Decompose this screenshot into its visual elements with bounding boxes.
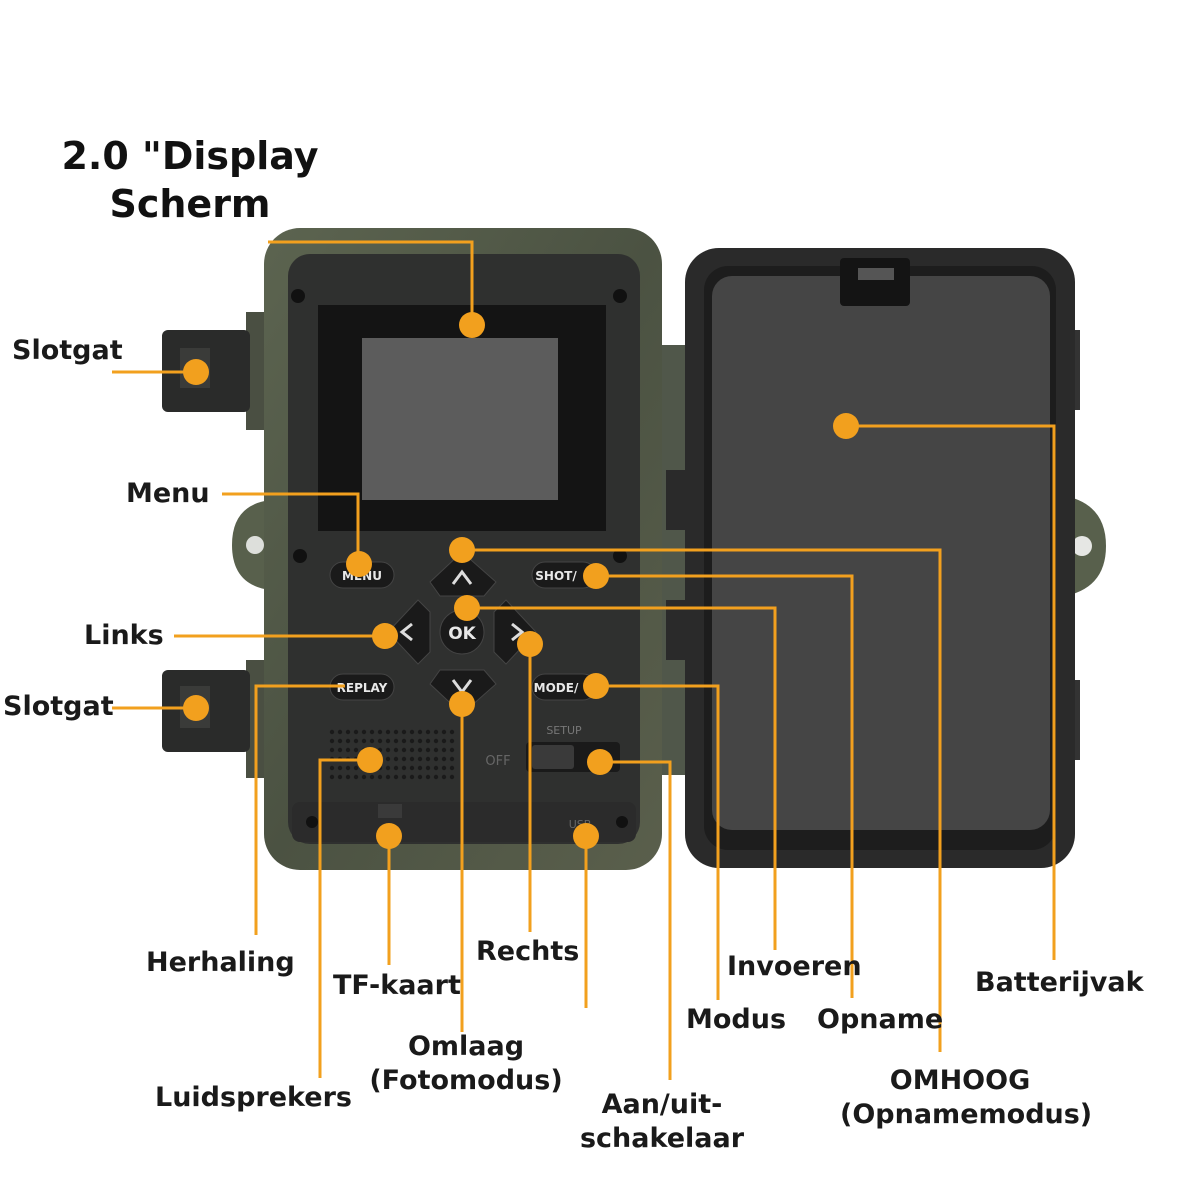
battery-compartment (712, 276, 1050, 830)
label-rechts: Rechts (476, 936, 580, 967)
marker-aan-uit (587, 749, 613, 775)
callout-line-invoeren (467, 606, 777, 950)
marker-opname (583, 563, 609, 589)
label-omlaag-line-1: Omlaag (407, 1031, 525, 1062)
marker-display (459, 312, 485, 338)
label-omhoog: OMHOOG (Opnamemodus) (840, 1064, 1093, 1132)
label-links: Links (84, 620, 164, 651)
setup-text: SETUP (546, 724, 582, 737)
left-arrow-icon (399, 622, 413, 642)
marker-omlaag (449, 691, 475, 717)
label-batterijvak: Batterijvak (975, 967, 1144, 998)
label-menu: Menu (126, 478, 210, 509)
ok-button-text: OK (448, 624, 476, 644)
marker-tf-kaart (376, 823, 402, 849)
power-switch-knob (532, 745, 574, 769)
label-aan-uit: Aan/uit- schakelaar (572, 1088, 752, 1156)
marker-menu (346, 551, 372, 577)
label-invoeren: Invoeren (727, 951, 862, 982)
marker-omhoog (449, 537, 475, 563)
label-omlaag: Omlaag (Fotomodus) (366, 1030, 566, 1098)
display-screen (362, 338, 558, 500)
marker-slotgat-top (183, 359, 209, 385)
label-slotgat-top: Slotgat (12, 335, 123, 366)
callout-line-omhoog (461, 548, 942, 1052)
callout-line-batterijvak (846, 424, 1056, 960)
label-tf-kaart: TF-kaart (333, 970, 461, 1001)
shot-button-text: SHOT/ (535, 569, 577, 583)
marker-invoeren (454, 595, 480, 621)
off-text: OFF (485, 754, 510, 769)
title-line-1: 2.0 "Display (61, 134, 319, 178)
label-slotgat-bottom: Slotgat (3, 691, 114, 722)
callout-line-aan-uit (600, 760, 672, 1080)
label-omhoog-line-1: OMHOOG (889, 1065, 1031, 1096)
callout-line-opname (596, 574, 854, 998)
callout-line-modus (596, 684, 720, 1000)
marker-usb (573, 823, 599, 849)
label-omhoog-line-2: (Opnamemodus) (840, 1099, 1093, 1130)
marker-slotgat-bottom (183, 695, 209, 721)
mode-button-text: MODE/ (534, 681, 579, 695)
callout-line-menu (222, 492, 360, 564)
dpad: OK (387, 551, 537, 715)
label-modus: Modus (686, 1004, 787, 1035)
marker-rechts (517, 631, 543, 657)
marker-links (372, 623, 398, 649)
label-luidsprekers: Luidsprekers (155, 1082, 352, 1113)
title-line-2: Scherm (109, 182, 271, 226)
diagram-title: 2.0 "Display Scherm (40, 132, 340, 228)
callout-line-herhaling (254, 684, 345, 935)
label-opname: Opname (817, 1004, 944, 1035)
label-aan-uit-line-2: schakelaar (579, 1123, 745, 1154)
marker-batterijvak (833, 413, 859, 439)
right-arrow-icon (511, 622, 525, 642)
replay-button-text: REPLAY (337, 681, 388, 695)
marker-luidsprekers (357, 747, 383, 773)
callout-line-display (268, 240, 474, 325)
label-aan-uit-line-1: Aan/uit- (601, 1089, 723, 1120)
up-arrow-icon (451, 569, 473, 585)
label-herhaling: Herhaling (146, 947, 295, 978)
callout-line-luidsprekers (318, 758, 370, 1078)
marker-modus (583, 673, 609, 699)
label-omlaag-line-2: (Fotomodus) (369, 1065, 563, 1096)
tf-card-slot (378, 804, 402, 818)
